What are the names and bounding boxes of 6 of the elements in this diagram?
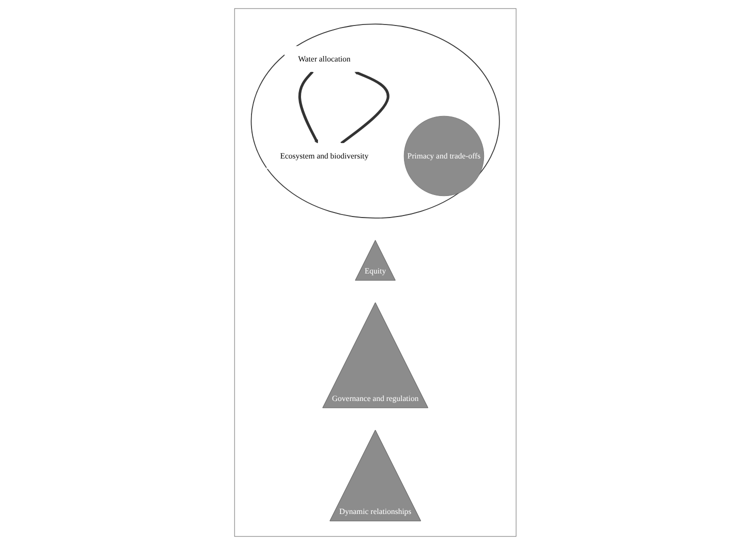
arrow: [298, 70, 318, 144]
arrow: [340, 71, 390, 144]
node-circle: Primacy and trade-offs: [404, 116, 484, 196]
cluster: [250, 24, 500, 219]
node-text: Ecosystem and biodiversity: [280, 151, 368, 160]
cluster: [234, 8, 516, 537]
